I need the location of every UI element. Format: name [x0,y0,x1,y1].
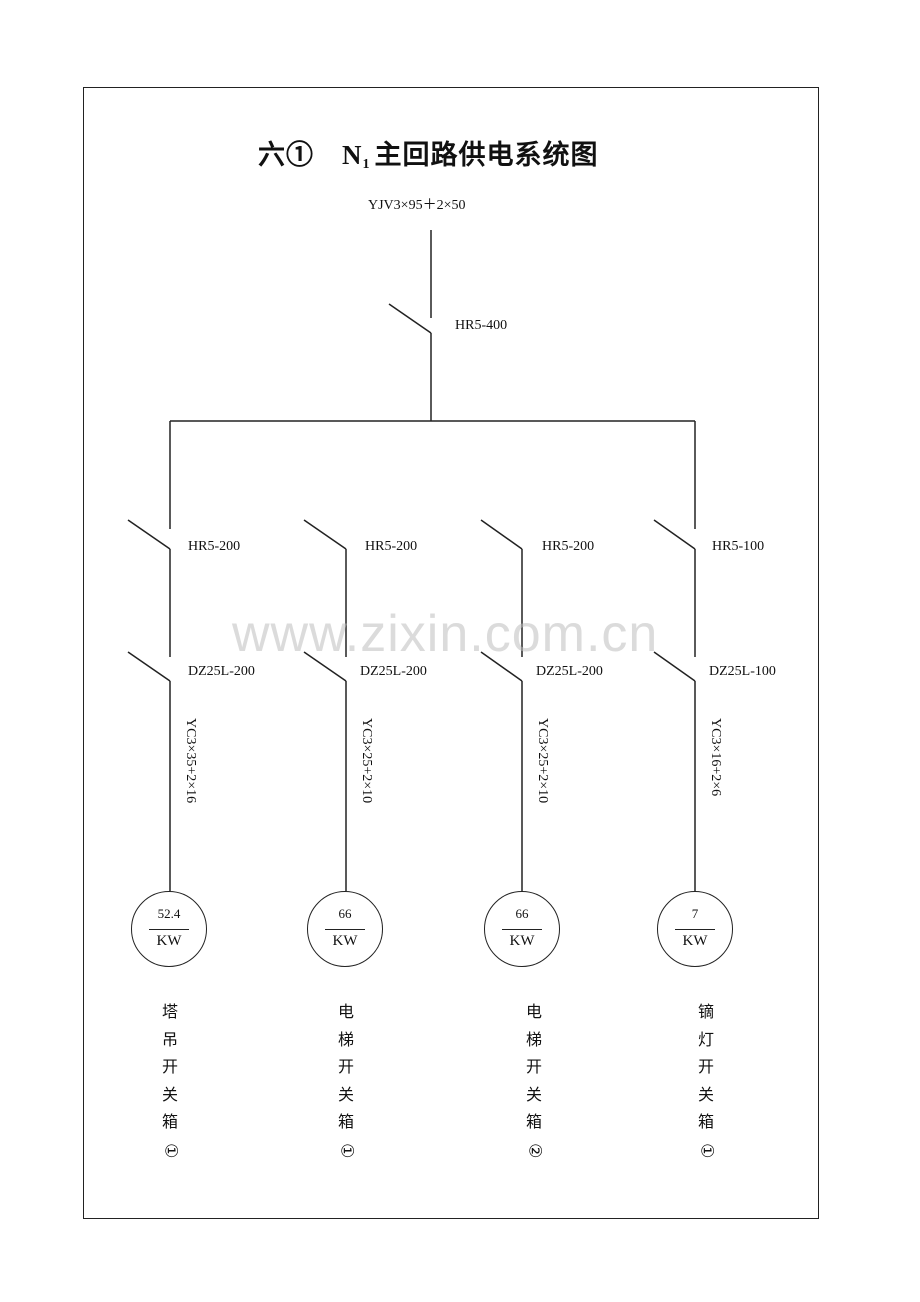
branch-4-power-unit: KW [682,933,708,949]
branch-2-isolator-blade [303,519,347,550]
branch-1-breaker-label: DZ25L-200 [188,664,255,679]
branch-3-isolator-blade [480,519,523,550]
branch-3-breaker-label: DZ25L-200 [536,664,603,679]
fraction-bar [675,929,715,930]
branch-2-cable-label: YC3×25+2×10 [359,718,374,804]
name-char: 梯 [525,1029,542,1049]
branch-4-name: 镝 灯 开 关 箱 ① [694,998,718,1164]
branch-2-breaker-blade [303,651,347,682]
main-switch-blade [388,303,432,334]
branch-2-breaker-label: DZ25L-200 [360,664,427,679]
branch-4-breaker-blade [653,651,696,682]
main-switch-label: HR5-400 [455,318,508,333]
branch-2-isolator-label: HR5-200 [365,539,418,554]
name-char: 梯 [337,1029,354,1049]
branch-1-breaker-blade [127,651,171,682]
name-char: 塔 [161,1002,178,1021]
branch-4-load-symbol: 7 KW [657,891,733,967]
name-char: 电 [337,1002,354,1021]
branch-3-power-value: 66 [515,906,529,921]
name-char: 关 [161,1084,178,1104]
title-text: 主回路供电系统图 [374,140,599,170]
fraction-bar [502,929,542,930]
name-number: ① [696,1142,717,1158]
branch-4-cable-label: YC3×16+2×6 [708,718,723,797]
branch-3-load-symbol: 66 KW [484,891,560,967]
name-char: 箱 [697,1112,714,1131]
name-char: 箱 [161,1112,178,1131]
branch-1-power-value: 52.4 [157,906,181,921]
name-char: 开 [697,1057,714,1076]
branch-4-power-value: 7 [691,906,699,921]
branch-1-power-unit: KW [156,933,182,949]
branch-2-name: 电 梯 开 关 箱 ① [334,998,358,1164]
branch-4-isolator-label: HR5-100 [712,539,765,554]
branch-1-isolator-label: HR5-200 [188,539,241,554]
branch-4-breaker-label: DZ25L-100 [709,664,776,679]
name-char: 关 [337,1084,354,1104]
name-number: ② [524,1142,545,1158]
branch-1-cable-label: YC3×35+2×16 [183,718,198,804]
fraction-bar [149,929,189,930]
branch-3-power-unit: KW [509,933,535,949]
branch-3-isolator-label: HR5-200 [542,539,595,554]
name-char: 镝 [697,1002,714,1021]
title-node-subscript: 1 [362,157,371,172]
name-char: 箱 [337,1112,354,1131]
branch-3-cable-label: YC3×25+2×10 [535,718,550,804]
name-char: 开 [337,1057,354,1076]
branch-1-isolator-blade [127,519,171,550]
title-node: N [342,140,363,170]
fraction-bar [325,929,365,930]
title-prefix: 六① [258,140,314,170]
name-char: 关 [525,1084,542,1104]
name-char: 灯 [697,1029,714,1049]
branch-1-name: 塔 吊 开 关 箱 ① [158,998,182,1164]
branch-1-load-symbol: 52.4 KW [131,891,207,967]
branch-3-breaker-blade [480,651,523,682]
branch-2-power-unit: KW [332,933,358,949]
branch-2-power-value: 66 [338,906,352,921]
main-cable-label: YJV3×95＋2×50 [368,198,466,213]
name-char: 电 [525,1002,542,1021]
branch-2-load-symbol: 66 KW [307,891,383,967]
name-char: 开 [161,1057,178,1076]
branch-4-isolator-blade [653,519,696,550]
name-char: 开 [525,1057,542,1076]
name-char: 关 [697,1084,714,1104]
name-char: 箱 [525,1112,542,1131]
drawing-frame [83,87,819,1219]
name-number: ① [336,1142,357,1158]
name-number: ① [160,1142,181,1158]
name-char: 吊 [161,1029,178,1049]
branch-3-name: 电 梯 开 关 箱 ② [522,998,546,1164]
